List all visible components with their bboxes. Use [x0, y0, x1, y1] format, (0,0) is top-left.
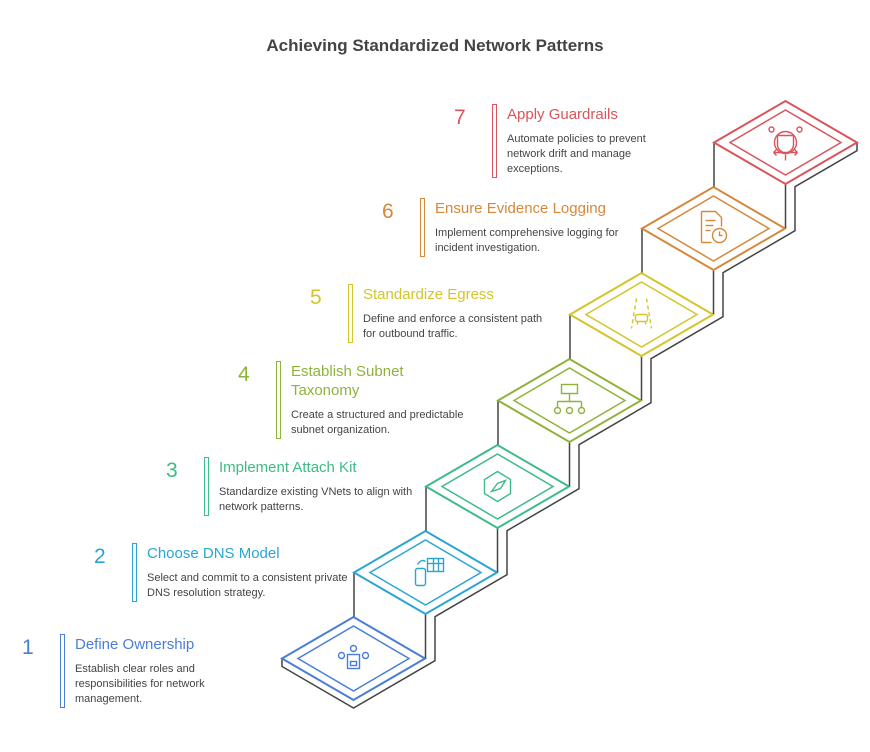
device-table-sync-icon [414, 557, 445, 587]
step-platform [424, 443, 571, 530]
step-description: Establish clear roles and responsibiliti… [75, 663, 205, 705]
step-bar [276, 361, 281, 439]
step-bar [204, 457, 209, 516]
step-number: 3 [166, 459, 178, 482]
step-title: Standardize Egress [363, 286, 494, 303]
step-platform [280, 615, 427, 702]
hexagon-link-icon [483, 470, 512, 503]
step-bar [132, 543, 137, 602]
hierarchy-icon [553, 383, 586, 415]
step-number: 5 [310, 286, 322, 309]
step-platform [640, 185, 787, 272]
step-platform [712, 99, 859, 186]
stair-outline [281, 142, 858, 709]
document-clock-icon [700, 210, 728, 244]
step-platform-inner [296, 625, 411, 692]
step-description: Define and enforce a consistent path for… [363, 313, 543, 340]
step-description: Standardize existing VNets to align with… [219, 486, 413, 513]
step-platform-inner [512, 367, 627, 434]
step-number: 6 [382, 200, 394, 223]
step-bar [60, 634, 65, 708]
step-platform-inner [728, 109, 843, 176]
step-description: Select and commit to a consistent privat… [147, 572, 348, 599]
step-number: 4 [238, 363, 250, 386]
diagram-title: Achieving Standardized Network Patterns [266, 36, 604, 55]
step-title: Implement Attach Kit [219, 459, 357, 476]
step-bar [420, 198, 425, 257]
step-bar [492, 104, 497, 178]
car-road-icon [630, 298, 653, 329]
step-number: 1 [22, 636, 34, 659]
step-description: Create a structured and predictable subn… [291, 409, 464, 436]
step-bar [348, 284, 353, 343]
step-platform-inner [656, 195, 771, 262]
step-number: 2 [94, 545, 106, 568]
step-title: Choose DNS Model [147, 545, 280, 562]
shield-arrows-icon [768, 126, 803, 161]
step-description: Automate policies to prevent network dri… [507, 133, 646, 175]
step-description: Implement comprehensive logging for inci… [435, 227, 619, 254]
step-title: Establish Subnet Taxonomy [291, 363, 404, 399]
step-title: Apply Guardrails [507, 106, 618, 123]
step-title: Ensure Evidence Logging [435, 200, 606, 217]
step-title: Define Ownership [75, 636, 195, 653]
step-platform-inner [440, 453, 555, 520]
meeting-table-icon [337, 644, 370, 670]
step-platform-inner [368, 539, 483, 606]
step-number: 7 [454, 106, 466, 129]
step-platform-inner [584, 281, 699, 348]
